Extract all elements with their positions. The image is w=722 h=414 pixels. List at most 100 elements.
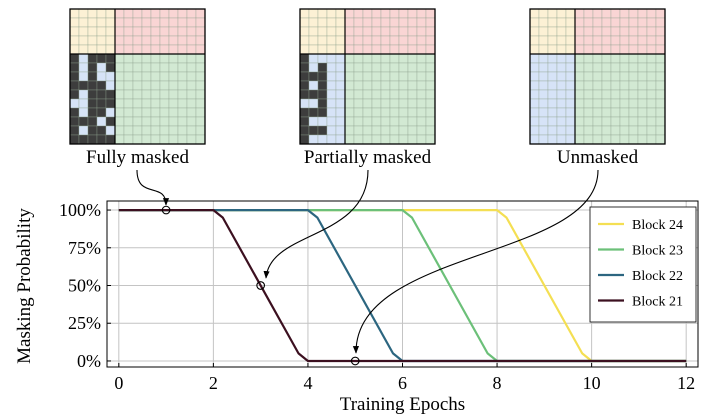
mask-cell — [637, 89, 648, 100]
mask-cell — [583, 44, 594, 55]
x-axis-label: Training Epochs — [340, 394, 465, 414]
mask-cell — [344, 35, 355, 46]
mask-cell — [177, 35, 188, 46]
mask-cell — [177, 62, 188, 73]
mask-cell — [565, 107, 576, 118]
mask-cell — [380, 116, 391, 127]
mask-cell — [159, 80, 170, 91]
mask-cell — [380, 89, 391, 100]
mask-cell — [547, 80, 558, 91]
mask-cell — [619, 26, 630, 37]
mask-cell — [398, 71, 409, 82]
mask-cell — [610, 116, 621, 127]
mask-cell — [628, 80, 639, 91]
mask-cell — [529, 62, 540, 73]
mask-cell — [132, 107, 143, 118]
mask-cell — [637, 35, 648, 46]
mask-cell — [610, 125, 621, 136]
mask-cell — [416, 107, 427, 118]
mask-cell — [628, 125, 639, 136]
mask-cell — [547, 125, 558, 136]
mask-cell — [78, 80, 89, 91]
mask-cell — [646, 125, 657, 136]
mask-cell — [168, 62, 179, 73]
mask-cell — [317, 8, 328, 19]
mask-cell — [87, 53, 98, 64]
mask-cell — [87, 134, 98, 145]
mask-cell — [538, 107, 549, 118]
mask-cell — [317, 89, 328, 100]
mask-cell — [159, 98, 170, 109]
mask-cell — [353, 80, 364, 91]
x-tick-label: 0 — [114, 373, 123, 393]
mask-cell — [344, 71, 355, 82]
mask-cell — [371, 125, 382, 136]
mask-cell — [628, 107, 639, 118]
mask-cell — [299, 71, 310, 82]
mask-cell — [556, 71, 567, 82]
mask-cell — [114, 98, 125, 109]
mask-cell — [565, 125, 576, 136]
mask-cell — [637, 17, 648, 28]
mask-cell — [195, 26, 206, 37]
mask-cell — [335, 44, 346, 55]
mask-cell — [628, 89, 639, 100]
mask-cell — [308, 80, 319, 91]
mask-cell — [601, 89, 612, 100]
mask-cell — [326, 98, 337, 109]
marker-circle — [256, 281, 266, 290]
mask-cell — [389, 80, 400, 91]
mask-cell — [583, 80, 594, 91]
mask-cell — [362, 134, 373, 145]
mask-cell — [344, 26, 355, 37]
mask-cell — [141, 44, 152, 55]
mask-cell — [610, 8, 621, 19]
mask-cell — [114, 107, 125, 118]
mask-cell — [592, 53, 603, 64]
mask-cell — [69, 89, 80, 100]
mask-cell — [132, 26, 143, 37]
mask-cell — [646, 134, 657, 145]
mask-cell — [529, 17, 540, 28]
mask-cell — [159, 89, 170, 100]
mask-cell — [195, 89, 206, 100]
series-line-block-21 — [118, 209, 687, 363]
legend-label: Block 21 — [632, 295, 683, 310]
mask-cell — [556, 89, 567, 100]
mask-cell — [186, 125, 197, 136]
mask-cell — [308, 116, 319, 127]
plot-frame — [106, 200, 699, 368]
mask-cell — [69, 98, 80, 109]
mask-cell — [389, 71, 400, 82]
mask-cell — [574, 80, 585, 91]
mask-cell — [389, 116, 400, 127]
mask-cell — [132, 125, 143, 136]
mask-cell — [335, 62, 346, 73]
mask-cell — [150, 80, 161, 91]
mask-cell — [574, 71, 585, 82]
mask-cell — [389, 17, 400, 28]
mask-cell — [601, 53, 612, 64]
mask-cell — [168, 44, 179, 55]
mask-cell — [299, 44, 310, 55]
mask-cell — [371, 62, 382, 73]
mask-cell — [150, 71, 161, 82]
mask-cell — [69, 44, 80, 55]
mask-cell — [150, 8, 161, 19]
mask-cell — [655, 107, 666, 118]
mask-cell — [407, 116, 418, 127]
mask-cell — [601, 8, 612, 19]
mask-cell — [398, 125, 409, 136]
mask-cell — [425, 89, 436, 100]
mask-cell — [168, 89, 179, 100]
mask-cell — [556, 125, 567, 136]
mask-cell — [583, 71, 594, 82]
mask-cell — [195, 116, 206, 127]
mask-cell — [610, 98, 621, 109]
mask-cell — [344, 62, 355, 73]
mask-cell — [637, 8, 648, 19]
mask-cell — [186, 98, 197, 109]
mask-cell — [407, 125, 418, 136]
mask-cell — [416, 80, 427, 91]
